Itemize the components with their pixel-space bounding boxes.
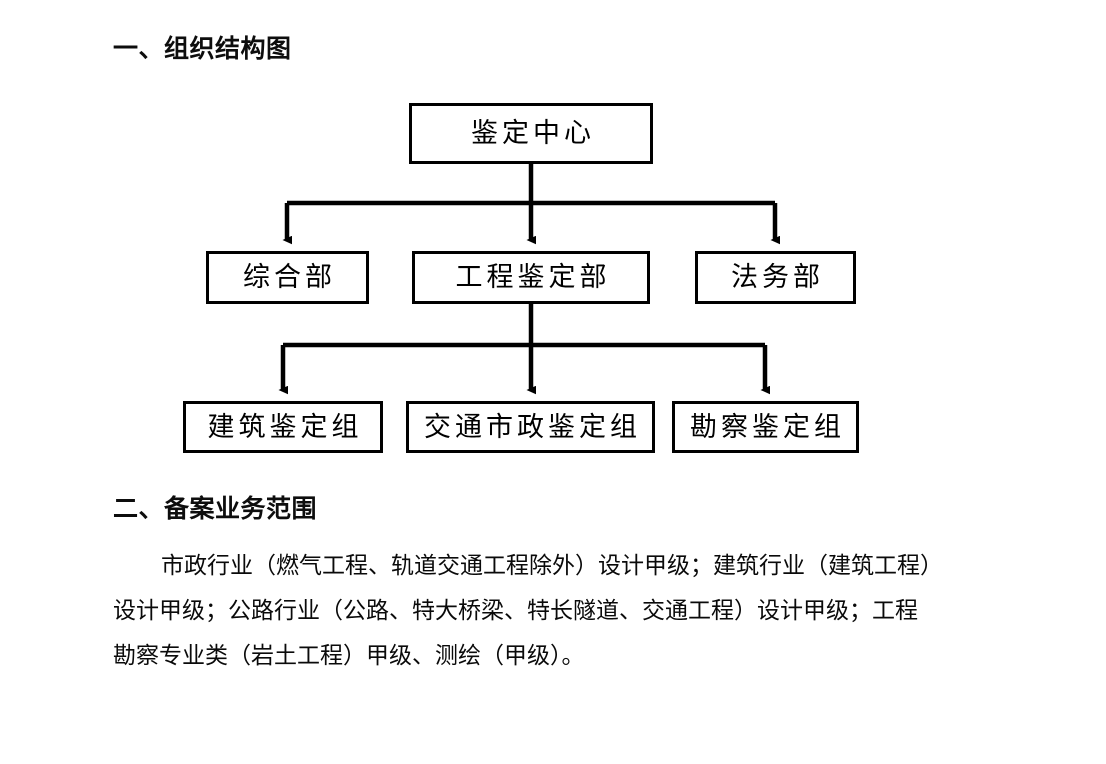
org-node-survey-appraisal-group[interactable]: 勘察鉴定组 <box>672 401 859 453</box>
org-node-general-department[interactable]: 综合部 <box>206 251 369 304</box>
page-heading-business-scope: 二、备案业务范围 <box>113 494 318 523</box>
org-node-center[interactable]: 鉴定中心 <box>409 103 653 164</box>
org-node-engineering-appraisal-department[interactable]: 工程鉴定部 <box>412 251 650 304</box>
org-node-building-appraisal-group[interactable]: 建筑鉴定组 <box>183 401 383 453</box>
paragraph-line: 勘察专业类（岩土工程）甲级、测绘（甲级）。 <box>113 643 585 668</box>
org-node-legal-department[interactable]: 法务部 <box>695 251 856 304</box>
business-scope-paragraph: 市政行业（燃气工程、轨道交通工程除外）设计甲级；建筑行业（建筑工程） 设计甲级；… <box>113 543 953 678</box>
paragraph-line: 市政行业（燃气工程、轨道交通工程除外）设计甲级；建筑行业（建筑工程） <box>161 553 943 578</box>
paragraph-line: 设计甲级；公路行业（公路、特大桥梁、特长隧道、交通工程）设计甲级；工程 <box>113 598 918 623</box>
org-chart: 鉴定中心 综合部 工程鉴定部 法务部 建筑鉴定组 交通市政鉴定组 勘察鉴定组 <box>183 103 859 453</box>
page-heading-org-structure: 一、组织结构图 <box>113 34 292 63</box>
org-node-transport-municipal-appraisal-group[interactable]: 交通市政鉴定组 <box>406 401 655 453</box>
